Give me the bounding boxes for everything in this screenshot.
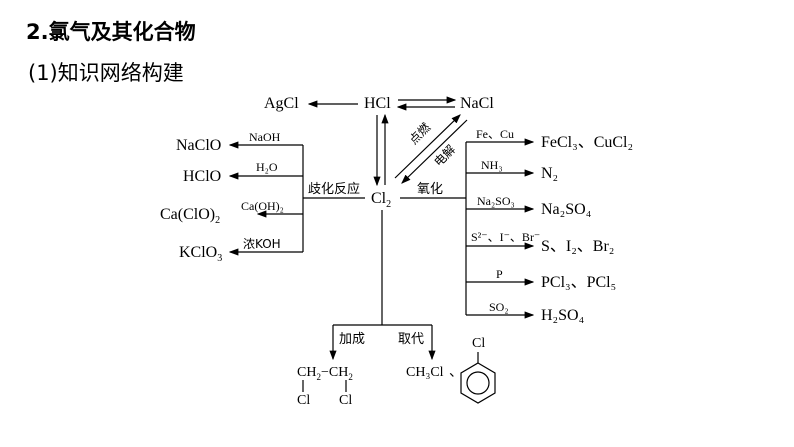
dichloroethane-cl-left: Cl xyxy=(297,393,311,408)
node-caclo2: Ca(ClO)2 xyxy=(160,207,220,226)
node-n2: N₂ xyxy=(541,165,559,182)
ch2-left-sub: 2 xyxy=(316,371,321,382)
ch2-left: CH xyxy=(297,365,317,380)
label-h2o: H₂O xyxy=(256,160,278,174)
label-koh: 浓KOH xyxy=(243,237,281,251)
chlorobenzene-ring xyxy=(460,352,496,404)
node-na2so4: Na₂SO₄ xyxy=(541,201,592,218)
node-hcl: HCl xyxy=(364,95,391,112)
node-s-i2-br2: S、I₂、Br₂ xyxy=(541,238,615,255)
node-nacl: NaCl xyxy=(460,95,494,112)
dichloroethane-cl-right: Cl xyxy=(339,393,353,408)
kclo3-formula: KClO xyxy=(179,244,218,261)
label-addition: 加成 xyxy=(339,332,366,347)
label-substitution: 取代 xyxy=(398,332,425,347)
dichloroethane-chain: CH2−CH2 xyxy=(297,366,353,382)
node-ch3cl: CH₃Cl xyxy=(406,365,444,380)
node-cl2: Cl2 xyxy=(371,191,391,210)
arrow-nacl-cl2 xyxy=(401,119,468,184)
label-oxidation: 氧化 xyxy=(417,182,444,197)
label-so2: SO₂ xyxy=(489,300,509,314)
ch2-right-sub: 2 xyxy=(348,371,353,382)
caclo2-subscript: 2 xyxy=(215,215,221,227)
cl2-subscript: 2 xyxy=(386,199,392,211)
caclo2-formula: Ca(ClO) xyxy=(160,206,216,223)
label-naoh: NaOH xyxy=(249,130,281,144)
node-pcl3-pcl5: PCl₃、PCl₅ xyxy=(541,274,617,291)
label-nh3: NH₃ xyxy=(481,158,503,172)
cl2-symbol: Cl xyxy=(371,190,387,207)
bond-dash: − xyxy=(320,365,329,380)
section-title: 2.氯气及其化合物 xyxy=(26,20,196,44)
section-subtitle: (1)知识网络构建 xyxy=(28,61,184,85)
arrow-cl2-nacl xyxy=(394,114,461,179)
node-agcl: AgCl xyxy=(264,95,299,112)
ch2-right: CH xyxy=(328,365,349,380)
node-naclo: NaClO xyxy=(176,137,222,154)
node-hclo: HClO xyxy=(183,168,222,185)
label-disproportion: 歧化反应 xyxy=(308,182,361,197)
label-na2so3: Na₂SO₃ xyxy=(477,194,515,208)
chlorobenzene-cl: Cl xyxy=(472,336,486,351)
node-kclo3: KClO3 xyxy=(179,245,222,264)
label-caoh2: Ca(OH)₂ xyxy=(241,199,284,213)
label-p: P xyxy=(496,267,503,281)
kclo3-subscript: 3 xyxy=(217,253,223,265)
node-h2so4: H₂SO₄ xyxy=(541,307,585,324)
label-fe-cu: Fe、Cu xyxy=(476,127,515,141)
node-fecl3-cucl2: FeCl₃、CuCl₂ xyxy=(541,134,634,151)
separator: 、 xyxy=(449,365,463,380)
label-halides: S²⁻、I⁻、Br⁻ xyxy=(471,230,541,244)
